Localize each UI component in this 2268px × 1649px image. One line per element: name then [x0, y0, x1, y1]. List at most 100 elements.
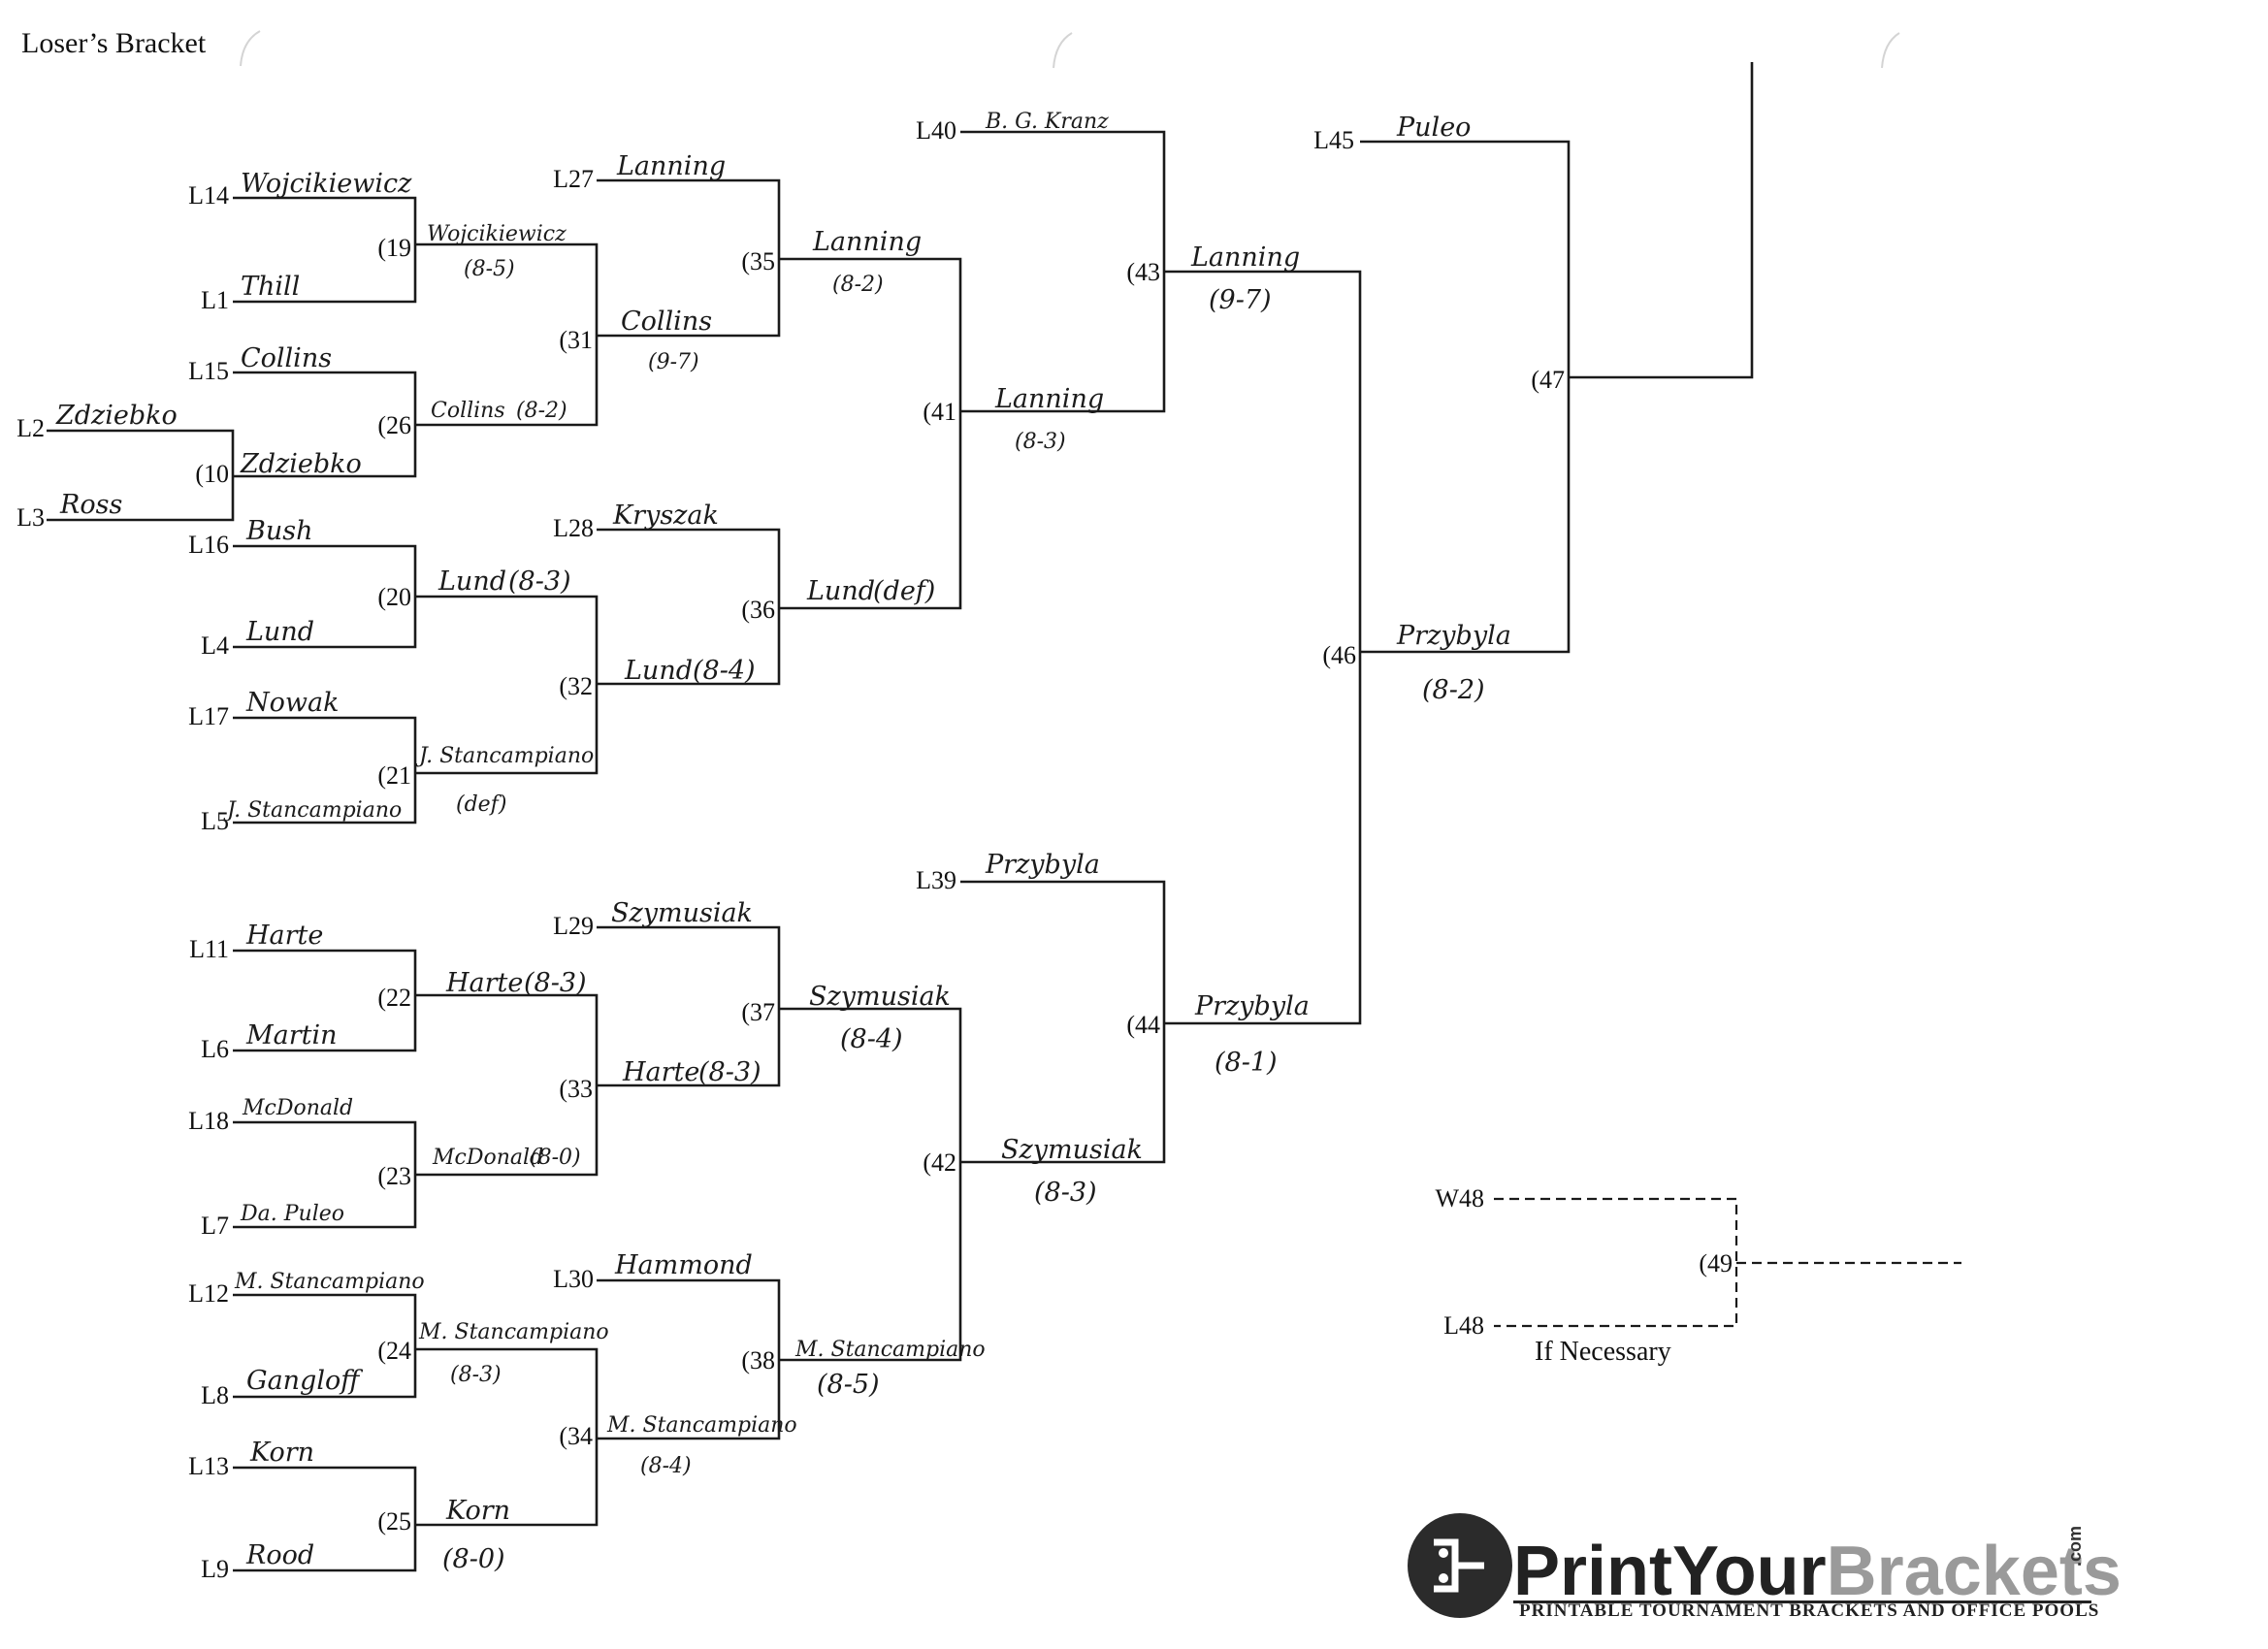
slot-name-l16: Bush: [245, 516, 312, 546]
slot-name-l27: Lanning: [616, 151, 726, 181]
game-label-37: (37: [741, 998, 775, 1026]
slot-label-l6: L6: [201, 1035, 229, 1063]
slot-label-l28: L28: [553, 514, 594, 542]
game-score-21: (def): [456, 792, 506, 817]
game-winner-41: Lanning: [994, 384, 1104, 414]
game-label-41: (41: [923, 398, 956, 426]
slot-label-w48: W48: [1435, 1184, 1484, 1212]
slot-name-l40: B. G. Kranz: [985, 110, 1109, 134]
game-winner-35: Lanning: [812, 227, 922, 257]
game-label-33: (33: [559, 1075, 593, 1103]
game-label-44: (44: [1126, 1011, 1160, 1039]
slot-name-l4: Lund: [245, 617, 314, 647]
game-score-19: (8-5): [464, 257, 515, 281]
slot-name-l14: Wojcikiewicz: [241, 169, 412, 199]
game-score-34: (8-4): [640, 1454, 692, 1478]
punch-hole-marks: [240, 30, 1900, 69]
game-label-49: (49: [1699, 1249, 1733, 1277]
slot-label-l8: L8: [201, 1381, 229, 1409]
slot-labels: L14 L1 L15 L2 L3 L16 L4 L17 L5 L11 L6 L1…: [16, 116, 1354, 1583]
slot-name-l3: Ross: [59, 490, 122, 520]
game-score-38: (8-5): [817, 1370, 880, 1400]
game-winner-38: M. Stancampiano: [794, 1338, 986, 1362]
logo-rule: [1513, 1600, 2091, 1603]
game-label-47: (47: [1531, 366, 1565, 394]
slot-label-l30: L30: [553, 1265, 594, 1293]
game-score-24: (8-3): [450, 1363, 502, 1387]
game-winner-21: J. Stancampiano: [415, 744, 594, 768]
slot-name-l13: Korn: [249, 1438, 314, 1468]
game-score-46: (8-2): [1422, 675, 1485, 705]
game-winner-23: McDonald: [432, 1146, 543, 1170]
game-winner-31: Collins: [621, 307, 712, 337]
slot-name-l9: Rood: [245, 1540, 314, 1570]
game-winner-26: Collins: [431, 399, 505, 423]
slot-name-l28: Kryszak: [612, 501, 719, 531]
slot-name-l15: Collins: [241, 343, 332, 373]
game-label-38: (38: [741, 1346, 775, 1374]
game-label-10: (10: [195, 460, 229, 488]
slot-names: Wojcikiewicz Thill Collins Zdziebko Ross…: [55, 110, 1471, 1570]
game-label-34: (34: [559, 1422, 593, 1450]
game-label-35: (35: [741, 247, 775, 275]
game-winner-44: Przybyla: [1194, 991, 1310, 1021]
logo-word-2: Brackets: [1827, 1533, 2122, 1610]
game-winner-10: Zdziebko: [240, 449, 362, 479]
game-score-25: (8-0): [442, 1544, 505, 1574]
slot-label-l5: L5: [201, 807, 229, 835]
game-score-42: (8-3): [1034, 1178, 1097, 1208]
slot-name-l45: Puleo: [1396, 113, 1471, 143]
game-winner-42: Szymusiak: [1001, 1135, 1143, 1165]
slot-label-l29: L29: [553, 912, 594, 940]
logo-com: .com: [2065, 1526, 2085, 1567]
slot-label-l16: L16: [188, 531, 229, 559]
slot-label-l12: L12: [188, 1279, 229, 1308]
game-label-20: (20: [377, 583, 411, 611]
slot-label-l18: L18: [188, 1107, 229, 1135]
slot-label-l3: L3: [16, 503, 45, 532]
game-winner-33: Harte: [622, 1057, 699, 1087]
game-label-19: (19: [377, 234, 411, 262]
game-winner-43: Lanning: [1190, 242, 1300, 273]
game-winner-32: Lund: [624, 656, 693, 686]
game-score-20: (8-3): [508, 566, 571, 597]
game-winner-20: Lund: [437, 566, 506, 597]
slot-name-l18: McDonald: [242, 1096, 353, 1120]
game-label-43: (43: [1126, 258, 1160, 286]
slot-name-l17: Nowak: [245, 688, 339, 718]
game-label-31: (31: [559, 326, 593, 354]
game-score-23: (8-0): [530, 1146, 581, 1170]
logo-tagline: PRINTABLE TOURNAMENT BRACKETS AND OFFICE…: [1519, 1600, 2099, 1621]
game-score-22: (8-3): [524, 968, 587, 998]
slot-label-l45: L45: [1313, 126, 1354, 154]
slot-label-l39: L39: [916, 866, 956, 894]
slot-name-l5: J. Stancampiano: [223, 798, 402, 823]
game-score-36: (def): [873, 576, 935, 606]
game-label-21: (21: [377, 761, 411, 790]
game-score-43: (9-7): [1209, 285, 1272, 315]
game-winner-36: Lund: [806, 576, 875, 606]
slot-name-l12: M. Stancampiano: [234, 1270, 425, 1294]
slot-label-l14: L14: [188, 181, 229, 210]
slot-label-l40: L40: [916, 116, 956, 145]
game-winner-19: Wojcikiewicz: [427, 222, 567, 246]
svg-text:PrintYourBrackets: PrintYourBrackets: [1513, 1533, 2122, 1610]
slot-name-l2: Zdziebko: [55, 401, 178, 431]
slot-label-l7: L7: [201, 1212, 229, 1240]
slot-name-l39: Przybyla: [985, 850, 1100, 880]
game-label-26: (26: [377, 411, 411, 439]
if-necessary-labels: W48 L48 If Necessary: [1435, 1184, 1670, 1367]
game-score-37: (8-4): [840, 1024, 903, 1054]
slot-label-l11: L11: [189, 935, 229, 963]
game-label-22: (22: [377, 984, 411, 1012]
slot-label-l48: L48: [1443, 1311, 1484, 1340]
game-score-35: (8-2): [832, 273, 884, 297]
game-winner-24: M. Stancampiano: [418, 1320, 609, 1344]
game-winner-37: Szymusiak: [809, 982, 951, 1012]
slot-name-l29: Szymusiak: [611, 898, 753, 928]
slot-label-l15: L15: [188, 357, 229, 385]
game-label-42: (42: [923, 1148, 956, 1177]
game-score-41: (8-3): [1015, 430, 1066, 454]
game-label-46: (46: [1322, 641, 1356, 669]
